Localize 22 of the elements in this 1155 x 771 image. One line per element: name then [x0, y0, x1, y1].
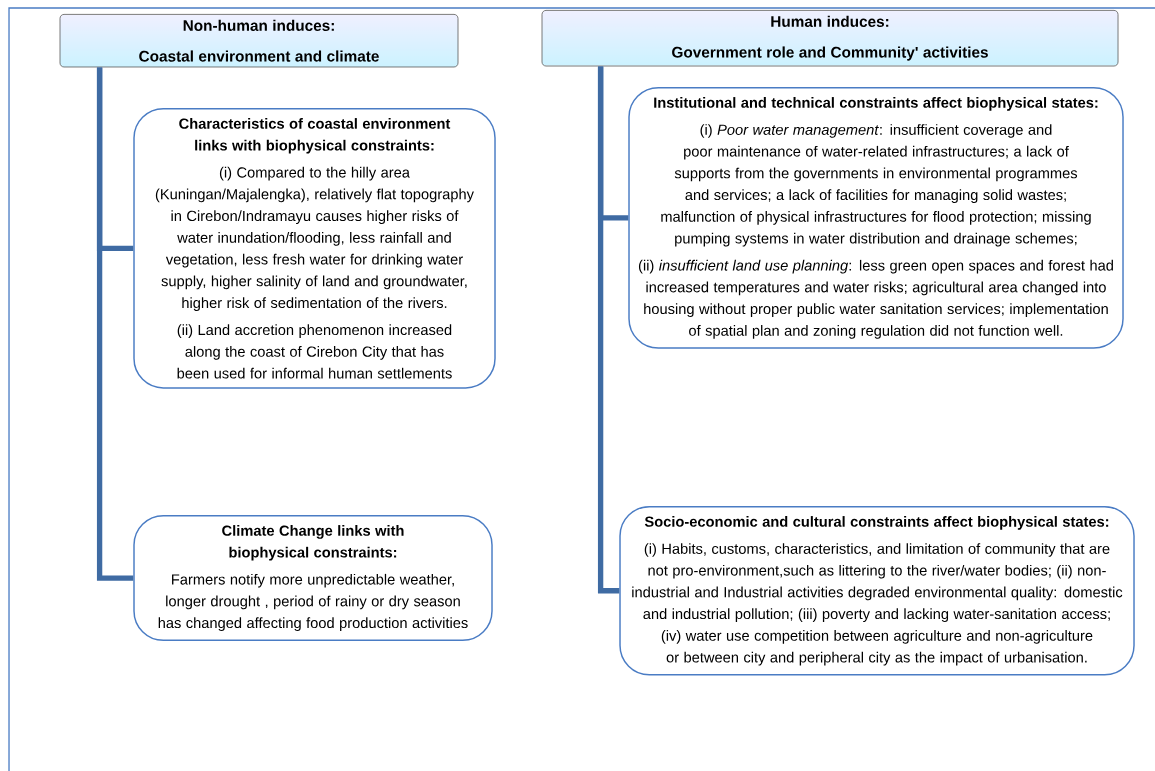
card-heading: Climate Change links with biophysical constraints: — [222, 525, 404, 561]
card-heading: Socio-economic and cultural constraints affect biophysical states: — [644, 516, 1109, 530]
header-text: Human induces: — [771, 15, 889, 27]
text-card — [133, 108, 496, 389]
text-card — [133, 515, 493, 642]
header-text: Government role and Community' activities — [672, 46, 988, 61]
header-text: Non-human induces: — [183, 19, 334, 31]
card-text: Farmers notify more unpredictable weather, longer drought , period of rainy or dry season has changed affecting food production activities — [158, 573, 468, 631]
header-box — [541, 10, 1119, 67]
connector-line — [96, 67, 134, 581]
card-heading: Characteristics of coastal environment links with biophysical constraints: — [179, 118, 451, 154]
text-card — [619, 506, 1135, 676]
card-heading: Institutional and technical constraints affect biophysical states: — [654, 97, 1098, 111]
text-card — [628, 87, 1124, 349]
header-box — [59, 14, 459, 68]
card-text: (i) Habits, customs, characteristics, and limitation of community that are not pro-environment,such as littering to the river/water bodies; (ii) non-industrial and Industrial activities degraded environmental quality: domestic and industrial pollution; (iii) poverty and lacking water-sanitation access; (iv) water use competition between agriculture and non-agriculture or between city and peripheral city as the impact of urbanisation. — [632, 543, 1123, 666]
card-text: (ii) Land accretion phenomenon increased along the coast of Cirebon City that has been used for informal human settlements — [177, 324, 452, 379]
card-text: (ii) insufficient land use planning: less green open spaces and forest had increased temperatures and water risks; agricultural area changed into housing without proper public water sanitation services; implementation of spatial plan and zoning regulation did not function well. — [638, 259, 1113, 339]
connector-line — [597, 66, 620, 594]
card-text: (i) Poor water management: insufficient coverage and poor maintenance of water-related infrastructures; a lack of supports from the governments in environmental programmes and services; a lack of facilities for managing solid wastes; malfunction of physical infrastructures for flood protection; missing pumping systems in water distribution and drainage schemes; — [661, 124, 1091, 247]
card-text: (i) Compared to the hilly area (Kuningan/Majalengka), relatively flat topography in Cirebon/Indramayu causes higher risks of water inundation/flooding, less rainfall and vegetation, less fresh water for drinking water supply, higher salinity of land and groundwater, higher risk of sedimentation of the rivers. — [155, 166, 474, 311]
header-text: Coastal environment and climate — [139, 50, 379, 62]
